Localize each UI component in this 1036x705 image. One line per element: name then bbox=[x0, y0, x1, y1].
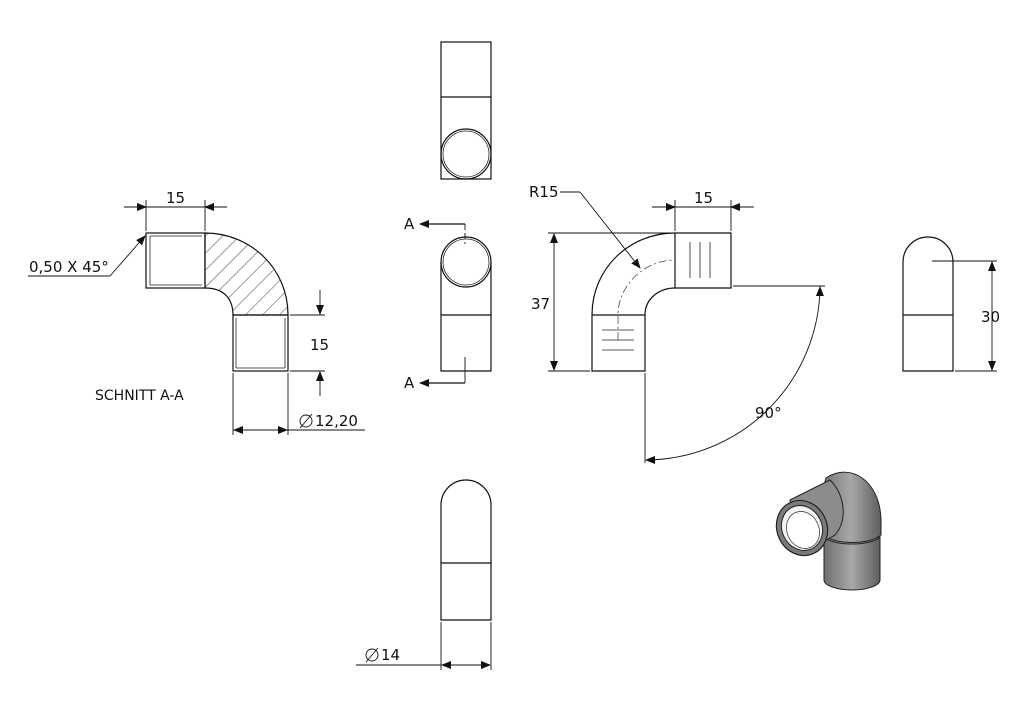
bottom-view bbox=[356, 479, 492, 670]
diameter-symbol-icon bbox=[365, 647, 379, 663]
section-mark-bottom: A bbox=[404, 374, 415, 392]
side-height-label: 30 bbox=[981, 308, 1000, 326]
angle-label: 90° bbox=[755, 404, 782, 422]
radius-label: R15 bbox=[529, 183, 559, 201]
diameter-symbol-icon bbox=[299, 413, 313, 429]
section-view bbox=[28, 200, 365, 435]
center-view bbox=[419, 220, 492, 387]
front-view bbox=[548, 191, 825, 464]
section-title: SCHNITT A-A bbox=[95, 388, 184, 404]
isometric-view bbox=[775, 471, 882, 591]
front-width-label: 15 bbox=[694, 189, 713, 207]
side-view bbox=[902, 236, 997, 372]
top-view bbox=[440, 41, 492, 180]
section-mark-top: A bbox=[404, 215, 415, 233]
front-height-label: 37 bbox=[531, 295, 550, 313]
chamfer-label: 0,50 X 45° bbox=[29, 258, 109, 276]
section-height-label: 15 bbox=[310, 336, 329, 354]
diameter-12-label: 12,20 bbox=[315, 412, 358, 430]
section-width-label: 15 bbox=[166, 189, 185, 207]
diameter-14-label: 14 bbox=[381, 646, 400, 664]
